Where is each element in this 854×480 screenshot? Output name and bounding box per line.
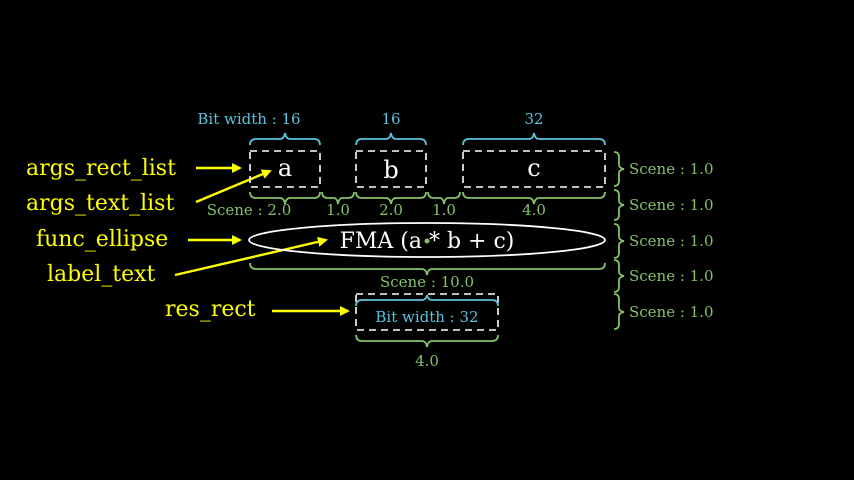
- arg-rect-c: [462, 150, 606, 188]
- brace-gap-1: [321, 191, 355, 205]
- label-res-rect: res_rect: [165, 297, 256, 322]
- right-scene-5: Scene : 1.0: [629, 303, 714, 321]
- label-func-ellipse: func_ellipse: [36, 227, 168, 252]
- arg-text-b: b: [383, 156, 398, 184]
- bit-width-b: 16: [381, 110, 400, 128]
- right-scene-4: Scene : 1.0: [629, 267, 714, 285]
- right-brace-2: [613, 189, 625, 221]
- brace-scene-res: [355, 334, 499, 348]
- func-ellipse: [248, 222, 606, 258]
- bit-width-res: Bit width : 32: [375, 308, 478, 326]
- arg-text-a: a: [278, 154, 292, 182]
- scene-gap-2: 1.0: [432, 201, 456, 219]
- scene-b: 2.0: [379, 201, 403, 219]
- label-label-text: label_text: [47, 262, 156, 287]
- brace-scene-b: [355, 191, 427, 205]
- right-brace-5: [613, 293, 625, 330]
- brace-bit-width-res: [355, 294, 499, 307]
- right-scene-3: Scene : 1.0: [629, 232, 714, 250]
- brace-bit-width-c: [462, 132, 606, 146]
- right-brace-3: [613, 223, 625, 259]
- right-scene-1: Scene : 1.0: [629, 160, 714, 178]
- bit-width-c: 32: [524, 110, 543, 128]
- brace-scene-a: [249, 191, 321, 205]
- scene-a: Scene : 2.0: [207, 201, 292, 219]
- brace-bit-width-b: [355, 132, 427, 146]
- arrow-args-text-list: [195, 169, 272, 204]
- bit-width-a: Bit width : 16: [197, 110, 300, 128]
- right-brace-1: [613, 151, 625, 187]
- label-args-rect-list: args_rect_list: [26, 156, 176, 181]
- scene-res: 4.0: [415, 352, 439, 370]
- brace-scene-func: [249, 262, 606, 276]
- label-args-text-list: args_text_list: [26, 191, 174, 216]
- scene-func: Scene : 10.0: [380, 273, 474, 291]
- right-brace-4: [613, 259, 625, 293]
- brace-scene-c: [462, 191, 606, 205]
- arg-rect-a: [249, 150, 321, 188]
- scene-gap-1: 1.0: [326, 201, 350, 219]
- arg-text-c: c: [527, 154, 540, 182]
- arg-rect-b: [355, 150, 427, 188]
- center-dot: [424, 238, 430, 244]
- scene-c: 4.0: [522, 201, 546, 219]
- right-scene-2: Scene : 1.0: [629, 196, 714, 214]
- res-rect: [355, 293, 499, 331]
- brace-bit-width-a: [249, 132, 321, 146]
- arrow-label-text: [174, 236, 328, 277]
- brace-gap-2: [427, 191, 461, 205]
